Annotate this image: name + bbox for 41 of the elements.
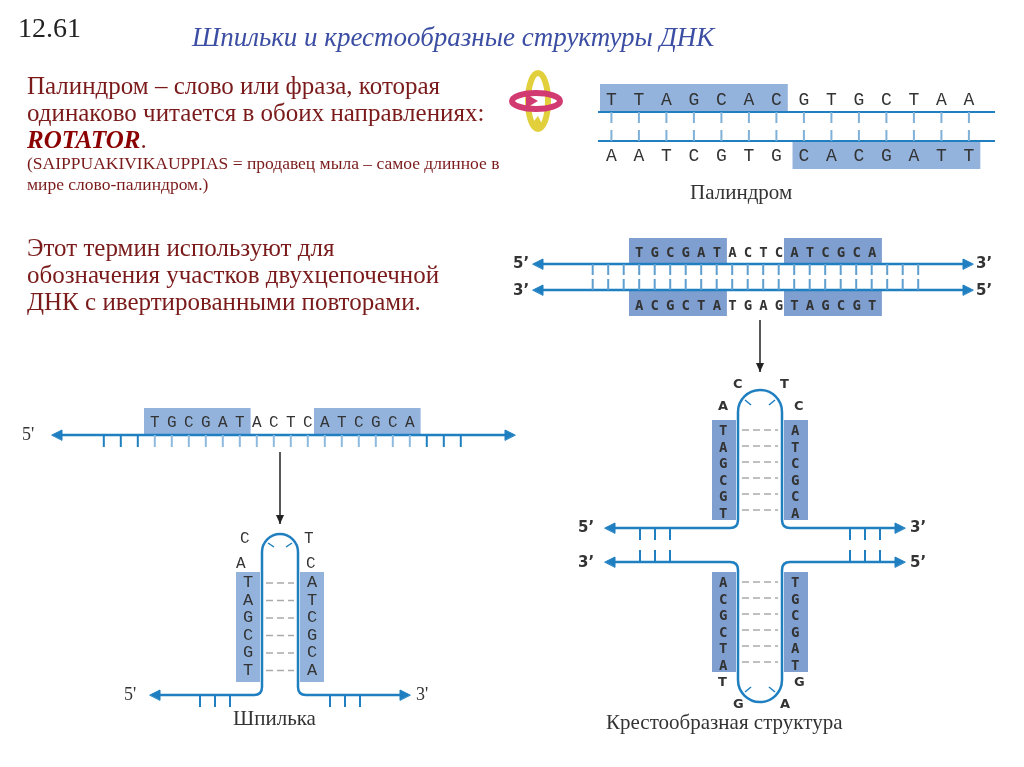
base-letter: T — [780, 376, 789, 392]
strand-end-label: 5' — [124, 684, 137, 704]
base-sequence: ATCGCA — [307, 574, 319, 679]
base-letter: A — [718, 398, 729, 414]
base-letter: G — [733, 696, 744, 712]
base-letter: C — [306, 555, 316, 573]
base-letter: C — [794, 398, 804, 414]
base-sequence: ATCGCA — [791, 422, 801, 521]
slide-number: 12.61 — [18, 12, 81, 44]
strand-end-label: 3’ — [578, 553, 595, 571]
base-sequence: AATCGTGCACGATT — [606, 145, 992, 167]
strand-end-label: 5’ — [513, 254, 530, 272]
arrow — [756, 319, 764, 373]
body-text: Этот термин используют для обозначения участков двухцепочечной ДНК с ивертированными повторами. — [27, 234, 441, 315]
strand-end-label: 5' — [22, 424, 35, 444]
strand-end-label: 3’ — [513, 281, 530, 299]
strand-end-label: 3’ — [976, 254, 993, 272]
base-sequence: TGCGAT — [791, 574, 801, 673]
figure-caption: Крестообразная структура — [606, 710, 843, 734]
base-sequence: ACGCTA — [719, 574, 729, 673]
slide-title: Шпильки и крестообразные структуры ДНК — [192, 22, 715, 53]
strand-end-label: 3' — [416, 684, 429, 704]
figure-caption: Шпилька — [233, 706, 316, 730]
strand-end-label: 3’ — [910, 518, 927, 536]
strand-end-label: 5’ — [578, 518, 595, 536]
base-sequence: TAGCGT — [719, 422, 729, 521]
note-text: (SAIPPUAKIVIKAUPPIAS = продавец мыла – самое длинное в мире слово-палиндром.) — [27, 153, 501, 195]
base-letter: G — [794, 674, 805, 690]
base-letter: T — [304, 530, 314, 548]
base-letter: C — [733, 376, 743, 392]
base-sequence: TTAGCACGTGCTAA — [606, 89, 992, 111]
base-letter: A — [236, 555, 246, 573]
strand-end-label: 5’ — [910, 553, 927, 571]
body-text: Палиндром – слово или фраза, которая одинаково читается в обоих направлениях: ROTATOR. — [27, 72, 486, 153]
strand-end-label: 5’ — [976, 281, 993, 299]
arrow — [276, 451, 284, 525]
base-letter: A — [780, 696, 791, 712]
base-letter: T — [718, 674, 727, 690]
base-letter: C — [240, 530, 250, 548]
base-sequence: TAGCGT — [243, 574, 255, 679]
figure-caption: Палиндром — [690, 180, 793, 204]
